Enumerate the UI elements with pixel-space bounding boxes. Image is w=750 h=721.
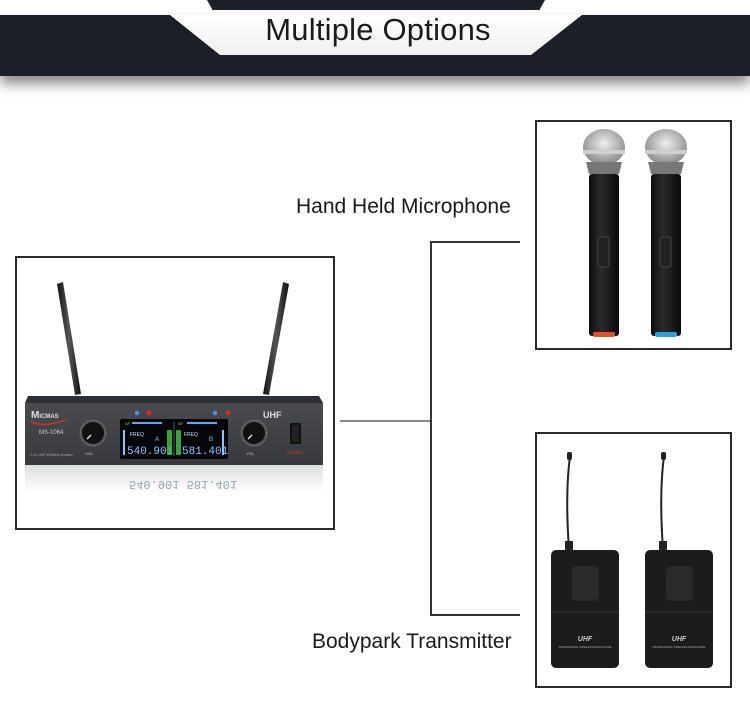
svg-text:540.901: 540.901	[127, 446, 174, 458]
connector-to-bodypack	[430, 614, 520, 616]
svg-text:POWER: POWER	[287, 450, 302, 455]
handheld-microphones-illustration	[583, 129, 687, 337]
svg-text:AF: AF	[178, 421, 184, 426]
svg-text:VOL: VOL	[246, 451, 255, 456]
option-label-bodypack: Bodypark Transmitter	[312, 630, 512, 653]
microphone-right	[645, 129, 687, 337]
receiver-illustration: 540.901 581.401 MICMAS MS-1064 2 Ch UHF …	[25, 282, 323, 493]
svg-text:MS-1064: MS-1064	[39, 430, 64, 436]
svg-text:B: B	[209, 437, 213, 443]
connector-from-receiver	[340, 420, 430, 422]
svg-text:A: A	[155, 437, 159, 443]
bodypack-transmitters-illustration: UHF PROFESSIONAL WIRELESS MICROPHONE UHF…	[551, 452, 713, 668]
antenna-right	[263, 282, 289, 395]
svg-text:PROFESSIONAL WIRELESS MICROPHO: PROFESSIONAL WIRELESS MICROPHONE	[653, 645, 706, 649]
handheld-image-frame	[535, 120, 732, 350]
svg-text:UHF: UHF	[578, 636, 593, 643]
page-title: Multiple Options	[265, 12, 491, 47]
brand-logo: MICMAS	[31, 410, 59, 421]
bodypack-right: UHF PROFESSIONAL WIRELESS MICROPHONE	[645, 452, 713, 668]
svg-text:FREQ: FREQ	[184, 432, 198, 438]
volume-knob-right	[243, 422, 265, 444]
volume-knob-left	[82, 422, 104, 444]
antenna-left	[57, 282, 81, 395]
header-title-plate	[170, 0, 582, 55]
svg-text:VOL: VOL	[85, 451, 94, 456]
svg-text:UHF: UHF	[672, 636, 687, 643]
svg-text:540.901 581.401: 540.901 581.401	[129, 477, 237, 491]
bodypack-left: UHF PROFESSIONAL WIRELESS MICROPHONE	[551, 452, 619, 668]
svg-text:FREQ: FREQ	[130, 432, 144, 438]
uhf-badge: UHF	[263, 410, 282, 420]
svg-text:PROFESSIONAL WIRELESS MICROPHO: PROFESSIONAL WIRELESS MICROPHONE	[559, 645, 612, 649]
microphone-left	[583, 129, 625, 337]
svg-text:AF: AF	[125, 421, 131, 426]
option-label-handheld: Hand Held Microphone	[296, 195, 511, 218]
connector-to-handheld	[430, 241, 520, 243]
svg-text:2 Ch UHF Wireless System: 2 Ch UHF Wireless System	[30, 453, 73, 457]
svg-text:581.401: 581.401	[182, 446, 229, 458]
receiver-image-frame: 540.901 581.401 MICMAS MS-1064 2 Ch UHF …	[15, 256, 335, 530]
bodypack-image-frame: UHF PROFESSIONAL WIRELESS MICROPHONE UHF…	[535, 432, 732, 688]
connector-bracket-vertical	[430, 241, 432, 616]
